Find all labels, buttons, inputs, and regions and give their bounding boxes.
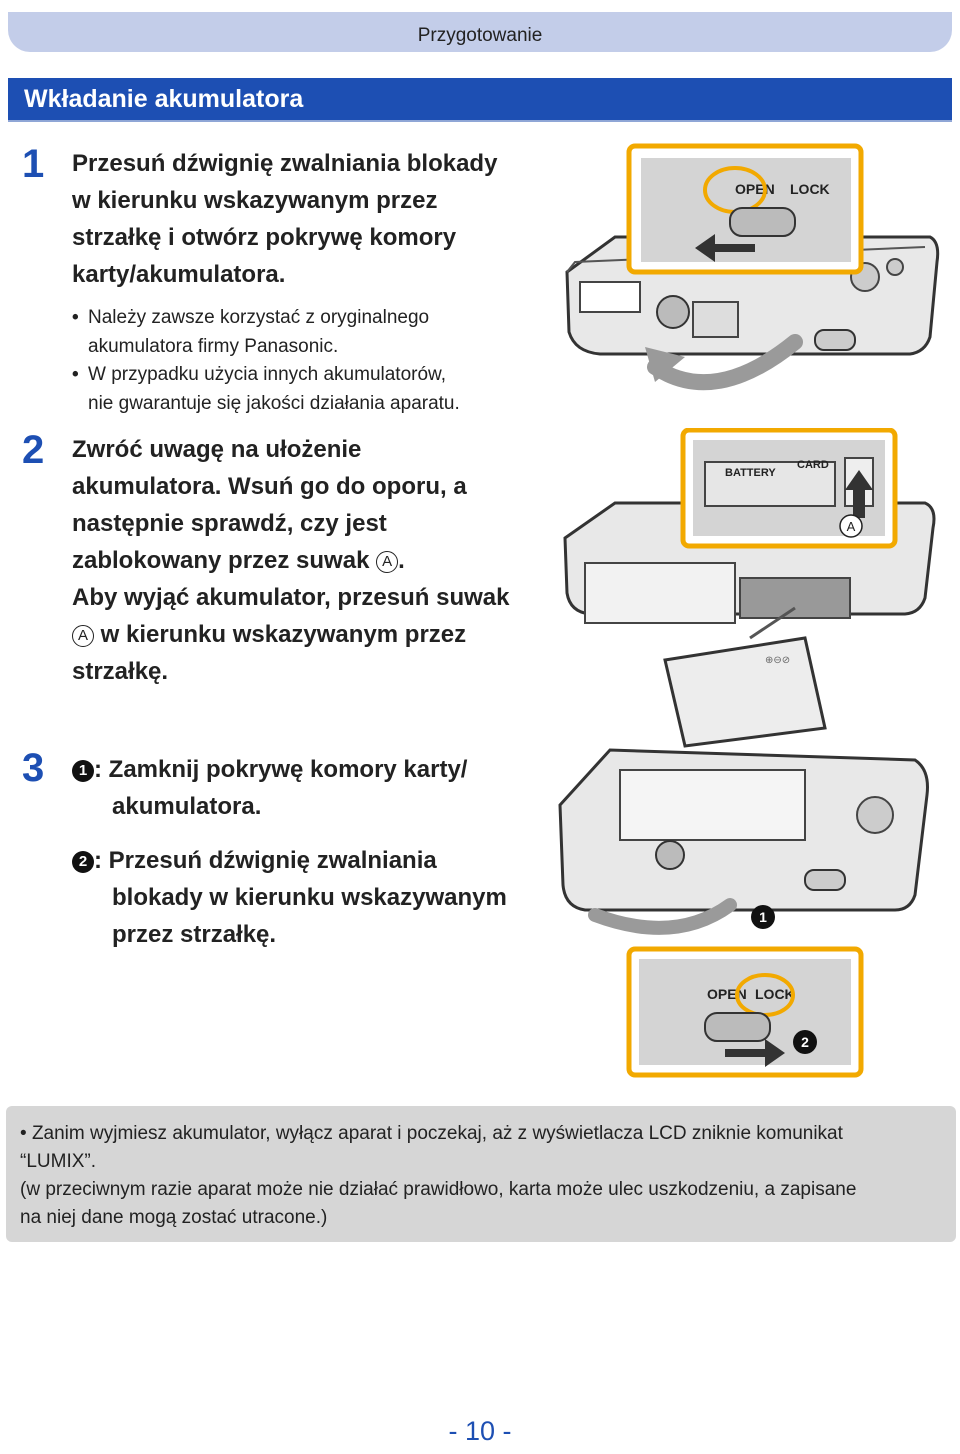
step-1-line: w kierunku wskazywanym przez — [72, 187, 438, 214]
step-2-line: akumulatora. Wsuń go do oporu, a — [72, 473, 467, 500]
step-3-line: przez strzałkę. — [112, 921, 277, 948]
lock-lock-label: LOCK — [790, 181, 830, 197]
marker-2-badge: 2 — [72, 851, 94, 873]
chapter-tab: Przygotowanie — [8, 12, 952, 52]
step-2-number: 2 — [22, 428, 45, 472]
step-2-line: Zwróć uwagę na ułożenie — [72, 436, 362, 463]
lock-lock-label: LOCK — [755, 986, 795, 1002]
step-3-line: 1: Zamknij pokrywę komory karty/ — [72, 751, 542, 788]
notice-line: “LUMIX”. — [20, 1151, 96, 1172]
note-2: • W przypadku użycia innych akumulatorów… — [72, 360, 558, 418]
step-2-line: Aby wyjąć akumulator, przesuń suwak — [72, 584, 510, 611]
step-3-line: akumulatora. — [112, 793, 262, 820]
step-marker-1: 1 — [759, 909, 767, 925]
camera-open-cover-illustration: OPEN LOCK — [565, 143, 940, 391]
note-bullet: • — [72, 307, 79, 328]
step-1-line: Przesuń dźwignię zwalniania blokady — [72, 150, 498, 177]
step-1-number: 1 — [22, 142, 45, 186]
notice-line: • Zanim wyjmiesz akumulator, wyłącz apar… — [20, 1120, 940, 1148]
marker-a: A — [376, 551, 399, 573]
note-line: Należy zawsze korzystać z oryginalnego — [88, 307, 430, 328]
step-2-line-part: zablokowany przez suwak — [72, 547, 370, 574]
section-header: Wkładanie akumulatora — [8, 78, 952, 122]
lock-open-label: OPEN — [735, 181, 775, 197]
camera-close-cover-illustration: 1 OPEN LOCK 2 — [558, 748, 929, 1078]
page-number: - 10 - — [448, 1416, 512, 1446]
step-2-line: strzałkę. — [72, 658, 169, 685]
step-2-text: Zwróć uwagę na ułożenie akumulatora. Wsu… — [72, 431, 542, 690]
step-1-line: karty/akumulatora. — [72, 261, 286, 288]
step-3-line: blokady w kierunku wskazywanym — [112, 884, 507, 911]
step-3-line-part: : Przesuń dźwignię zwalniania — [94, 847, 437, 874]
notice-box: • Zanim wyjmiesz akumulator, wyłącz apar… — [6, 1106, 956, 1242]
step-2-line: A w kierunku wskazywanym przez — [72, 616, 542, 653]
note-line: nie gwarantuje się jakości działania apa… — [88, 393, 460, 414]
notice-line: (w przeciwnym razie aparat może nie dzia… — [20, 1179, 857, 1200]
step-3-number: 3 — [22, 746, 45, 790]
note-line: W przypadku użycia innych akumulatorów, — [88, 364, 446, 385]
marker-a: A — [72, 625, 94, 647]
svg-text:⊕⊖⊘: ⊕⊖⊘ — [765, 655, 790, 666]
step-2-line: następnie sprawdź, czy jest — [72, 510, 387, 537]
slider-marker-a: A — [847, 519, 856, 534]
card-label: CARD — [797, 459, 829, 471]
battery-insert-illustration: ⊕⊖⊘ BATTERY CARD A — [563, 428, 936, 748]
note-bullet: • — [72, 364, 79, 385]
note-line: akumulatora firmy Panasonic. — [88, 336, 339, 357]
step-3-line-part: : Zamknij pokrywę komory karty/ — [94, 756, 468, 783]
section-title: Wkładanie akumulatora — [24, 85, 304, 113]
notice-text: • Zanim wyjmiesz akumulator, wyłącz apar… — [20, 1120, 940, 1232]
notice-bullet: • — [20, 1123, 27, 1144]
marker-1-badge: 1 — [72, 760, 94, 782]
notice-line: na niej dane mogą zostać utracone.) — [20, 1207, 328, 1228]
step-1-line: strzałkę i otwórz pokrywę komory — [72, 224, 457, 251]
step-2-line-part: w kierunku wskazywanym przez — [100, 621, 467, 648]
notice-line-text: Zanim wyjmiesz akumulator, wyłącz aparat… — [31, 1123, 843, 1144]
chapter-title: Przygotowanie — [417, 25, 543, 46]
note-1: • Należy zawsze korzystać z oryginalnego… — [72, 303, 548, 361]
step-2-line: zablokowany przez suwak A. — [72, 542, 542, 579]
step-2-line-part: . — [398, 547, 405, 574]
step-3-item-2: 2: Przesuń dźwignię zwalniania blokady w… — [72, 842, 542, 953]
step-3-line: 2: Przesuń dźwignię zwalniania — [72, 842, 542, 879]
step-1-text: Przesuń dźwignię zwalniania blokady w ki… — [72, 145, 542, 293]
step-3-item-1: 1: Zamknij pokrywę komory karty/ akumula… — [72, 751, 542, 825]
step-marker-2: 2 — [801, 1034, 809, 1050]
battery-label: BATTERY — [725, 467, 776, 479]
